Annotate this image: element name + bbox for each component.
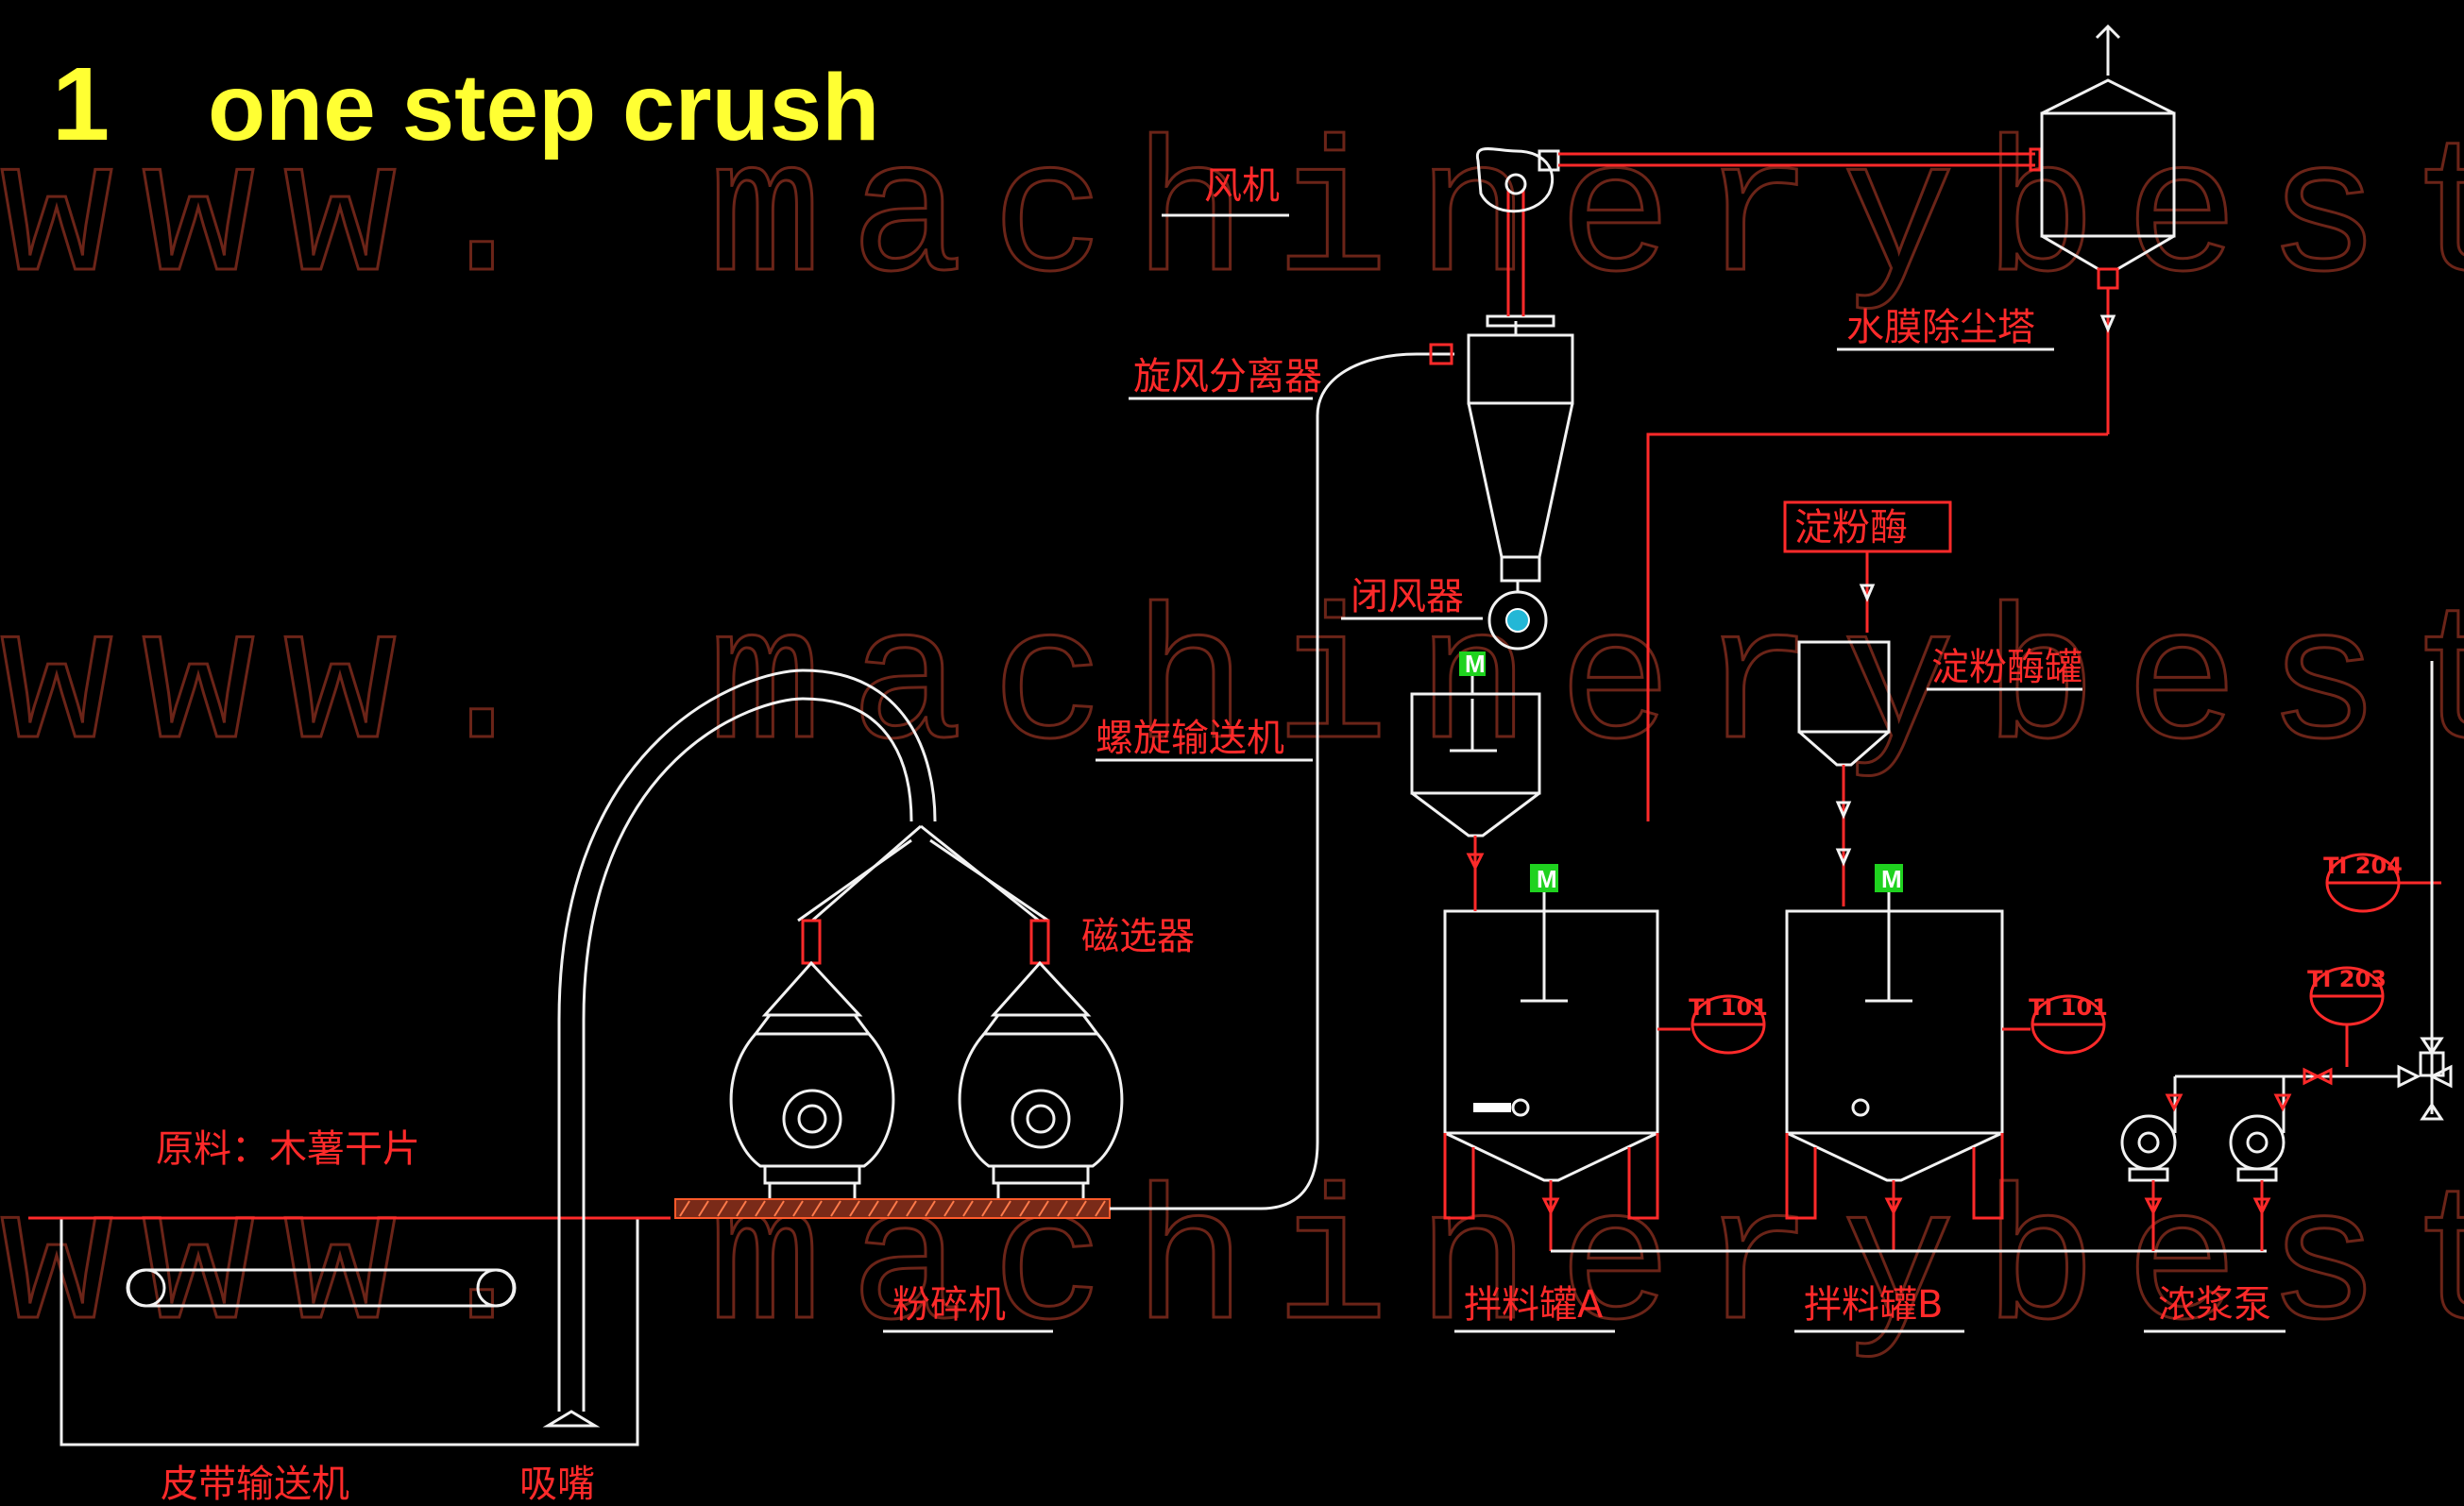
label-crusher: 粉碎机: [892, 1283, 1006, 1327]
watermark-line-1: www. machinerybest. com: [0, 112, 2464, 327]
step-number: 1: [52, 46, 110, 162]
label-raw-material: 原料：木薯干片: [156, 1127, 420, 1171]
screw-conveyor-hopper: M: [1410, 650, 1541, 906]
water-film-dust-tower: [2040, 24, 2176, 434]
label-air-lock: 闭风器: [1351, 575, 1464, 618]
svg-text:TI 203: TI 203: [2307, 966, 2387, 992]
suction-pipe: [542, 668, 1049, 1428]
pneumatic-pipe: [1110, 352, 1454, 1210]
belt-conveyor-pit: [28, 1216, 671, 1447]
ti-101-a: TI 101: [1689, 994, 1768, 1055]
motor-label: M: [1465, 650, 1486, 678]
amylase-label: 淀粉酶: [1794, 506, 1908, 550]
label-belt-conveyor: 皮带输送机: [161, 1463, 349, 1506]
watermark-line-2: www. machinerybest. com: [0, 580, 2464, 794]
air-lock: [1487, 581, 1548, 651]
fan: [1475, 147, 1560, 213]
amylase-tank: [1797, 640, 1891, 906]
cyclone-separator: [1467, 314, 1574, 583]
label-suction-nozzle: 吸嘴: [519, 1463, 595, 1506]
label-fan: 风机: [1204, 164, 1280, 208]
label-slurry-pump: 浓浆泵: [2158, 1283, 2271, 1327]
svg-text:TI 204: TI 204: [2323, 853, 2403, 879]
label-mixing-tank-b: 拌料罐B: [1804, 1283, 1943, 1327]
motor-b-label: M: [1881, 865, 1902, 893]
labels: 风机 水膜除尘塔 旋风分离器 闭风器 淀粉酶罐 螺旋输送机 磁选器 原料：木薯干…: [156, 164, 2286, 1506]
ti-101-b: TI 101: [2029, 994, 2108, 1055]
crusher-left: [729, 919, 895, 1204]
watermark: www. machinerybest. com www. machinerybe…: [0, 111, 2464, 1377]
label-screw-conveyor: 螺旋输送机: [1096, 717, 1284, 760]
ti-204: TI 204: [2323, 853, 2441, 913]
svg-text:TI 101: TI 101: [2029, 994, 2108, 1021]
motor-a-label: M: [1537, 865, 1557, 893]
amylase-box: 淀粉酶: [1783, 500, 1952, 633]
label-cyclone-separator: 旋风分离器: [1133, 355, 1322, 398]
mixing-tank-b: M: [1785, 864, 2004, 1251]
control-valve: [2397, 661, 2453, 1121]
page-title: one step crush: [208, 55, 879, 161]
watermark-line-3: www. machinerybest. com: [0, 1160, 2464, 1375]
suction-nozzle: [542, 1410, 601, 1428]
mixing-tank-a: M: [1443, 864, 1659, 1251]
label-water-film-dust-tower: 水膜除尘塔: [1846, 306, 2035, 349]
ti-203: TI 203: [2307, 966, 2387, 1067]
label-amylase-tank: 淀粉酶罐: [1931, 646, 2082, 689]
water-pipe: [1646, 432, 2108, 821]
svg-text:TI 101: TI 101: [1689, 994, 1768, 1021]
label-mixing-tank-a: 拌料罐A: [1464, 1283, 1604, 1327]
label-magnetic-separator: 磁选器: [1081, 915, 1195, 958]
